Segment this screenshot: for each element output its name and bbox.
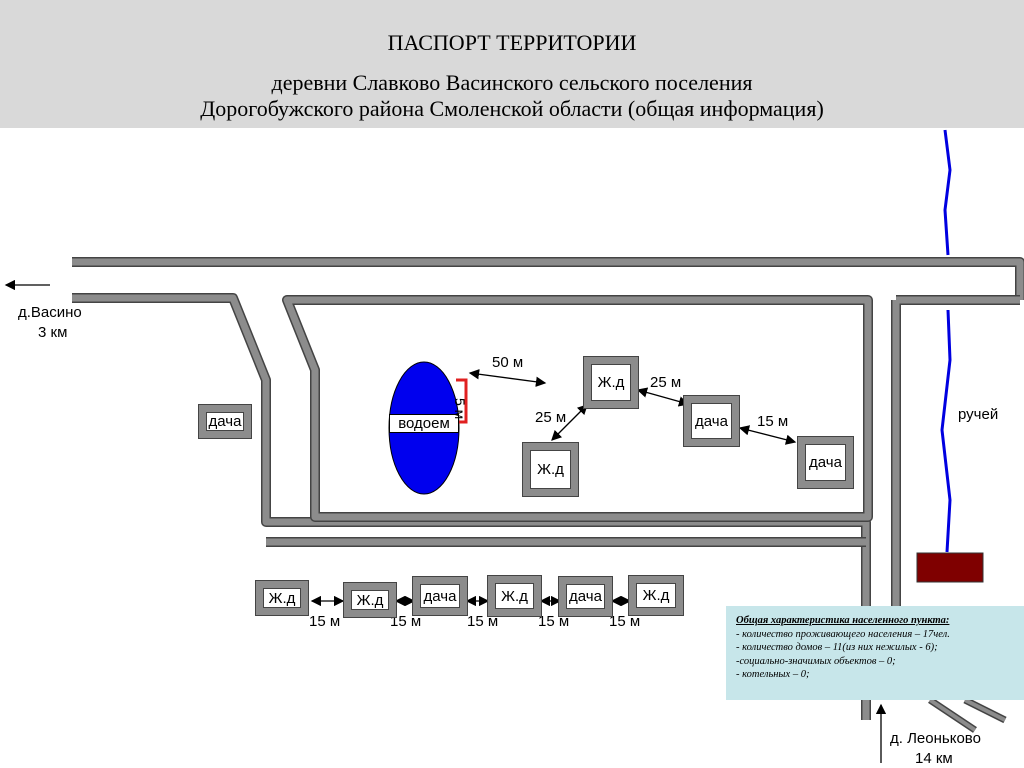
subtitle-line-1: деревни Славково Васинского сельского по…	[271, 70, 753, 95]
row-building-3: дача	[413, 577, 467, 615]
arrow-house-dacha	[636, 387, 690, 407]
row-building-1: Ж.д	[256, 581, 308, 615]
pond-size-label: 5 м	[452, 398, 468, 420]
info-line-boiler-houses: - котельных – 0;	[736, 669, 810, 680]
distance-row-2: 15 м	[390, 613, 422, 630]
distance-row-5: 15 м	[609, 613, 641, 630]
distance-pond-house: 50 м	[492, 354, 524, 371]
road-inner-loop	[282, 295, 873, 522]
distance-row-4: 15 м	[538, 613, 570, 630]
subtitle-line-2: Дорогобужского района Смоленской области…	[200, 96, 824, 121]
row-building-2: Ж.д	[344, 583, 396, 617]
road-left	[72, 293, 871, 720]
stream-line	[940, 129, 952, 553]
house-middle: Ж.д	[523, 443, 578, 496]
dark-building	[916, 552, 984, 583]
arrow-pond-house	[468, 369, 547, 387]
page-title: ПАСПОРТ ТЕРРИТОРИИ	[387, 30, 637, 55]
info-panel-title: Общая характеристика населенного пункта:	[736, 615, 950, 626]
dacha-right: дача	[798, 437, 853, 488]
pond-label: водоем	[389, 414, 459, 433]
arrow-house-house	[551, 404, 588, 441]
row-building-4: Ж.д	[488, 576, 541, 616]
info-line-houses: - количество домов – 11(из них нежилых -…	[736, 642, 938, 653]
info-line-population: - количество проживающего населения – 17…	[736, 628, 950, 640]
road-top	[72, 257, 1024, 300]
south-destination-distance: 14 км	[915, 750, 953, 767]
dacha-left: дача	[199, 405, 251, 438]
settlement-info-panel: Общая характеристика населенного пункта:…	[726, 606, 1024, 700]
distance-house-house: 25 м	[535, 409, 567, 426]
distance-house-dacha: 25 м	[650, 374, 682, 391]
header-banner: ПАСПОРТ ТЕРРИТОРИИ деревни Славково Васи…	[0, 0, 1024, 128]
dacha-upper: дача	[684, 396, 739, 446]
distance-row-3: 15 м	[467, 613, 499, 630]
row-building-5: дача	[559, 577, 612, 616]
west-destination-distance: 3 км	[38, 324, 68, 341]
south-destination-label: д. Леоньково	[890, 730, 981, 747]
road-south-diagonal	[928, 696, 1007, 733]
west-destination-label: д.Васино	[18, 304, 82, 321]
stream-label: ручей	[958, 406, 999, 423]
pond-size-marker	[456, 378, 468, 424]
arrow-dacha-dacha	[738, 425, 797, 445]
house-upper: Ж.д	[584, 357, 638, 408]
distance-dacha-dacha: 15 м	[757, 413, 789, 430]
info-line-social-objects: -социально-значимых объектов – 0;	[736, 655, 896, 667]
distance-row-1: 15 м	[309, 613, 341, 630]
row-building-6: Ж.д	[629, 576, 683, 615]
